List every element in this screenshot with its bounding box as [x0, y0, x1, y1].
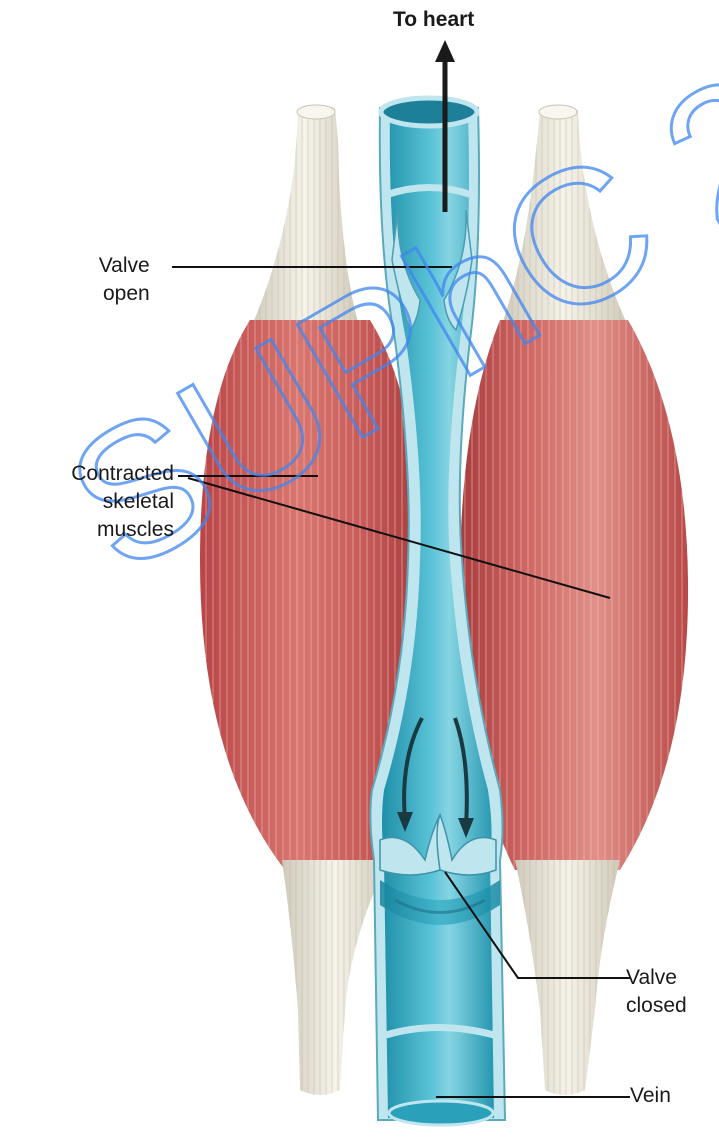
label-valve-open-line2: open: [98, 280, 150, 308]
label-vein: Vein: [630, 1082, 671, 1110]
label-contracted-skeletal-muscles: Contracted skeletal muscles: [22, 460, 174, 544]
label-contracted-line1: Contracted: [22, 460, 174, 488]
label-to-heart: To heart: [393, 6, 474, 34]
label-valve-open: Valve open: [98, 252, 150, 308]
label-valve-open-line1: Valve: [98, 252, 150, 280]
label-contracted-line3: muscles: [22, 516, 174, 544]
label-valve-closed-line2: closed: [626, 992, 687, 1020]
label-valve-closed-line1: Valve: [626, 964, 687, 992]
label-contracted-line2: skeletal: [22, 488, 174, 516]
label-valve-closed: Valve closed: [626, 964, 687, 1020]
